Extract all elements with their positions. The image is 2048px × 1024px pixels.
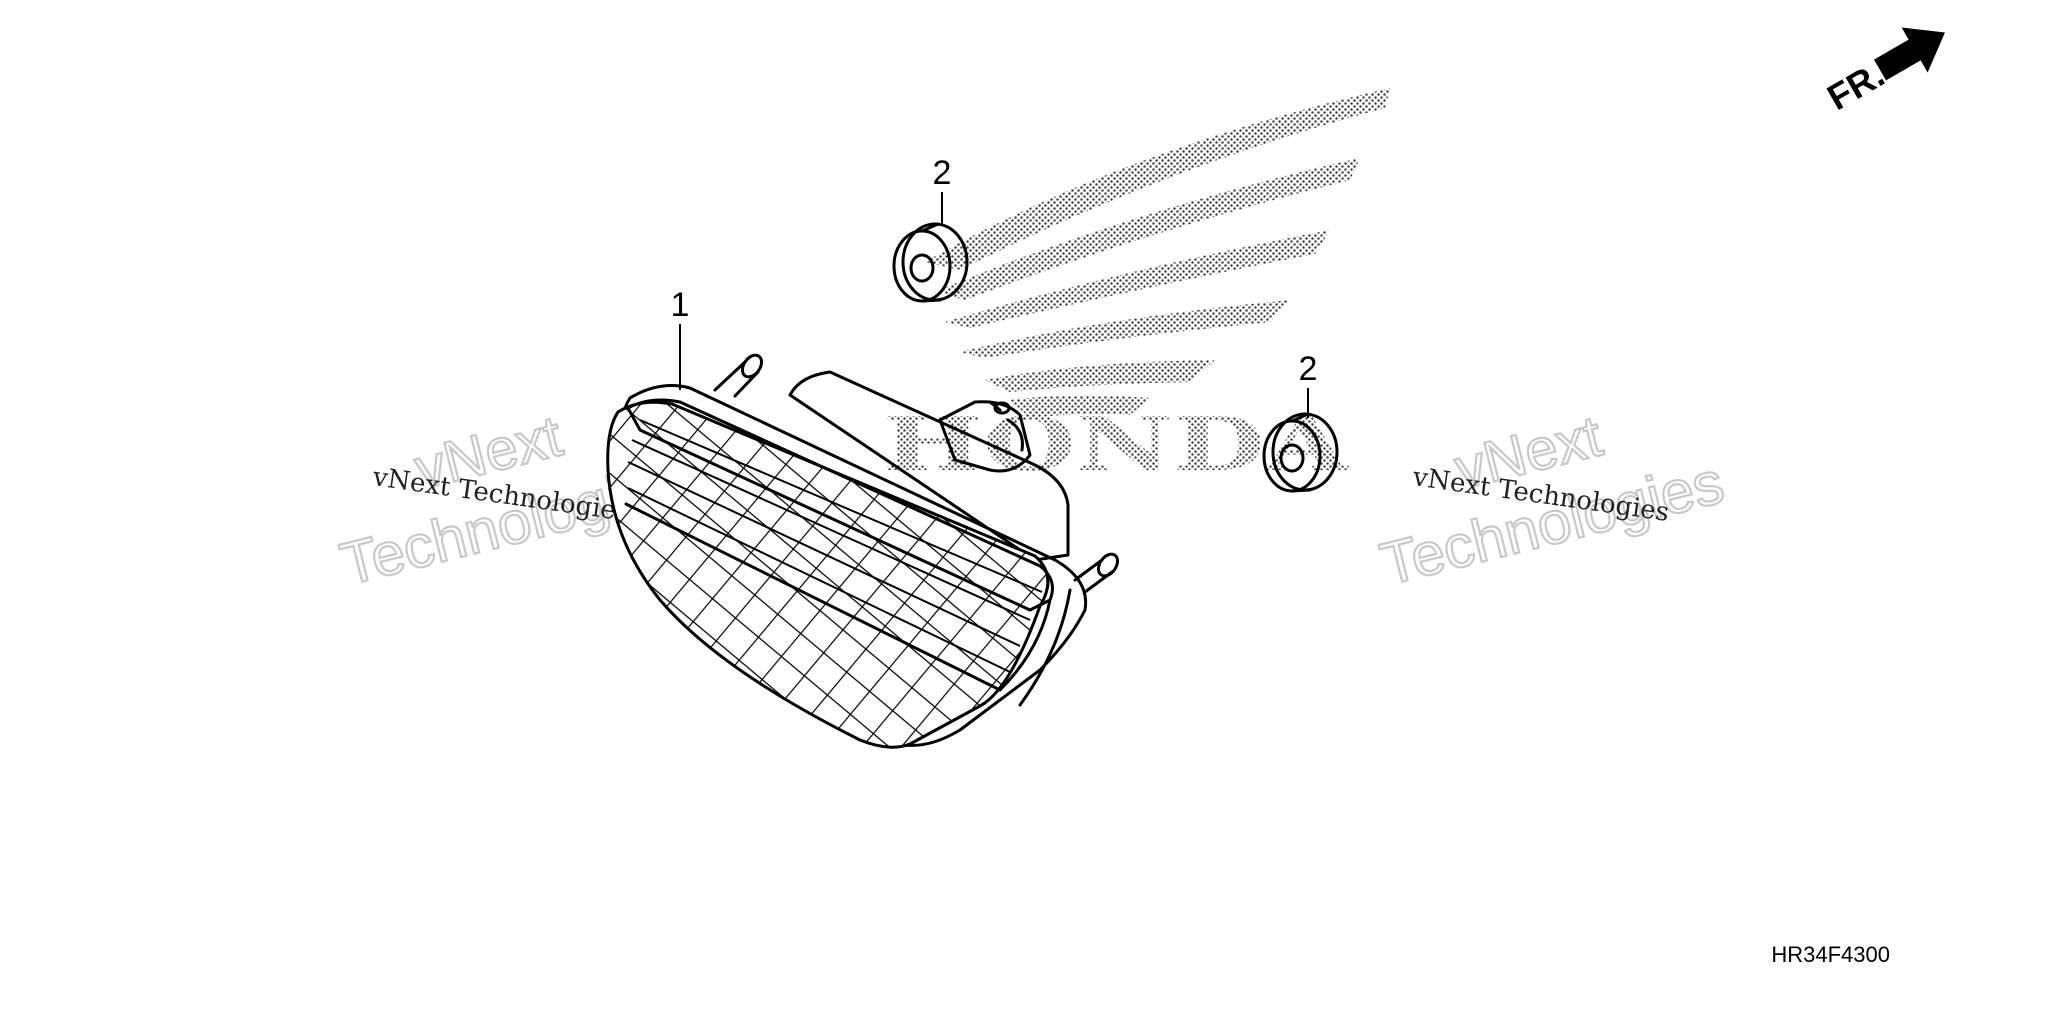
mounting-stud-left xyxy=(713,353,764,398)
lens-rim-bands xyxy=(624,398,1072,707)
callout-part-2-lower[interactable]: 2 xyxy=(1299,350,1318,418)
honda-wing-logo: HONDA xyxy=(883,88,1390,488)
callout-label: 2 xyxy=(1299,350,1318,388)
direction-arrow-icon xyxy=(1874,27,1945,81)
grommet-upper xyxy=(892,222,969,303)
callout-part-1[interactable]: 1 xyxy=(671,286,690,390)
diagram-code: HR34F4300 xyxy=(1771,942,1890,967)
callout-label: 2 xyxy=(933,154,952,192)
grommet-lower xyxy=(1262,412,1339,493)
honda-logo-text: HONDA xyxy=(883,402,1350,488)
bulb-socket xyxy=(938,400,1032,473)
callout-part-2-upper[interactable]: 2 xyxy=(933,154,952,226)
mounting-stud-right xyxy=(1073,552,1120,594)
callout-label: 1 xyxy=(671,286,690,324)
front-direction-indicator: FR. xyxy=(1820,27,1945,118)
